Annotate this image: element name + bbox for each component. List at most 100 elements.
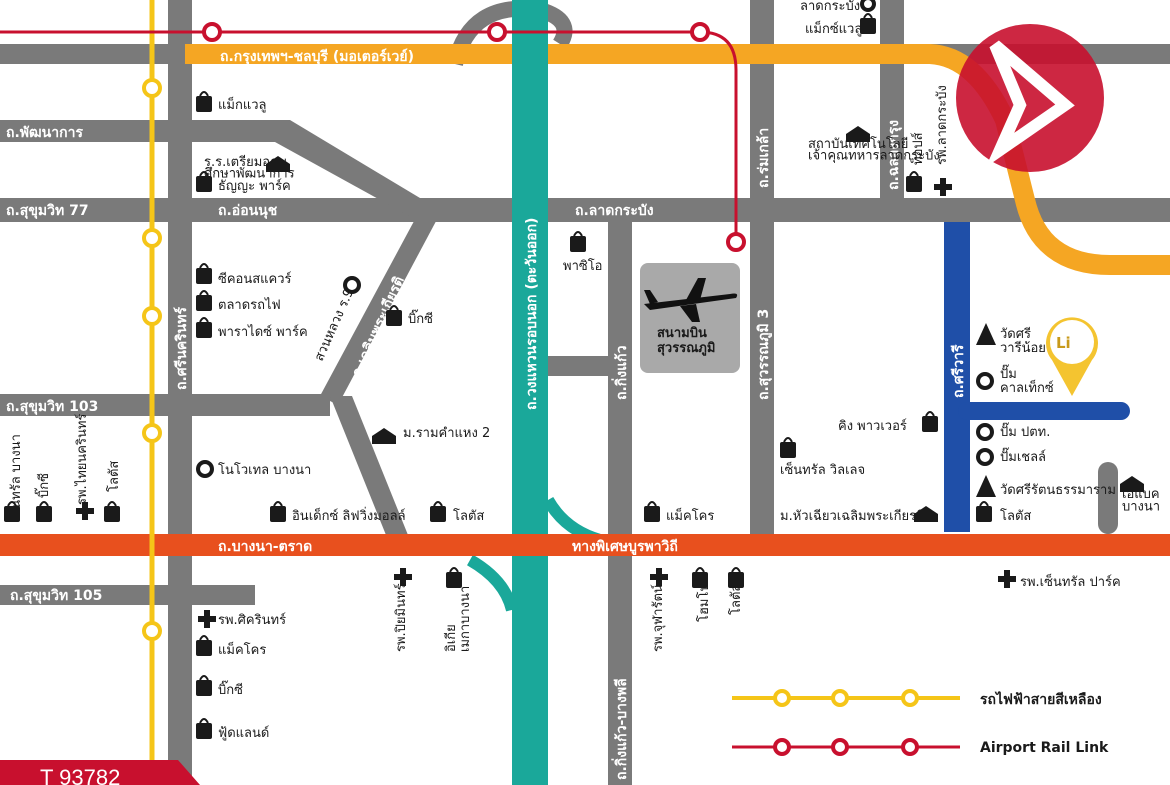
abac-road [1098,462,1118,534]
ref-tag-bg [0,760,200,785]
place-bigc-bottom: บิ๊กซี [34,473,52,498]
shopping-bag-icon [196,263,212,284]
latkrabang-label: ถ.ลาดกระบัง [575,203,654,219]
reference-tag: T 93782 [0,760,200,785]
place-lotus-extra: โลตัส [106,461,122,492]
place-foodland: ฟู้ดแลนด์ [218,725,269,741]
shopping-bag-icon [860,13,876,34]
chalerm-prakiat-road-upper [320,210,442,405]
logo-mark-icon [985,40,1075,168]
shopping-bag-icon [196,317,212,338]
place-central-park-hosp: รพ.เซ็นทรัล ปาร์ค [1020,572,1121,590]
place-shell: ปั๊มเชลล์ [1000,447,1046,465]
place-wat-sri-rattana: วัดศรีรัตนธรรมาราม [1000,482,1116,498]
romklao-label: ถ.ร่มเกล้า [756,128,772,188]
place-makro-left: แม็คโคร [218,640,266,658]
place-ikea: อิเกียเมกาบางนา [443,586,473,652]
landmark-ring-icon [860,0,876,12]
srinakarin-label: ถ.ศรีนครินทร์ [173,307,190,390]
shopping-bag-icon [644,501,660,522]
logo-circle [956,24,1104,172]
shopping-bag-icon [196,171,212,192]
arl-station [202,22,222,42]
place-wat-sri-varinoi: วัดศรีวารีน้อย [1000,326,1046,356]
phatthanakan-label: ถ.พัฒนาการ [6,125,83,141]
place-lotus-bottom: โลตัส [728,584,744,615]
place-paseo: พาซิโอ [563,258,602,274]
legend-arl-station [901,738,919,756]
temple-icon [976,475,996,497]
arl-station [487,22,507,42]
arl-station [726,232,746,252]
kingkaew-label: ถ.กิ่งแก้ว [611,345,630,400]
place-hcu: ม.หัวเฉียวเฉลิมพระเกียรติ [780,508,925,524]
shopping-bag-icon [36,501,52,522]
legend-arl-station [831,738,849,756]
school-icons [266,126,1144,522]
place-piyamin: รพ.ปิยมินทร์ [393,583,409,652]
chalongkrung-label: ถ.ฉลองกรุง [886,120,902,190]
place-index-mall: อินเด็กซ์ ลิฟวิ่งมอลล์ [292,506,406,524]
motorway-label: ถ.กรุงเทพฯ-ชลบุรี (มอเตอร์เวย์) [220,48,414,65]
school-icon [914,506,938,522]
shopping-bag-icon [976,501,992,522]
yellow-station [142,228,162,248]
place-paradise: พาราไดซ์ พาร์ค [218,324,308,340]
place-thai-nakarin: รพ.ไทยนครินทร์ [74,414,90,505]
company-logo [956,24,1104,172]
school-icon [372,428,396,444]
shopping-bag-icon [4,501,20,522]
place-central-bangna: เซ็นทรัล บางนา [6,434,24,522]
place-novotel: โนโวเทล บางนา [218,462,311,478]
gas-station-icon [976,372,994,390]
school-icon [266,156,290,172]
phatthanakan-road [0,120,290,142]
ref-code: T 93782 [40,765,120,785]
onnut-label: ถ.อ่อนนุช [218,203,278,219]
sriwara-road [944,222,970,532]
place-maxvalu-top: แม็กซ์แวลู [805,19,862,37]
school-icon [1120,476,1144,492]
place-bigc-left: บิ๊กซี [218,680,243,698]
hospital-cross-icon [394,568,412,586]
airport-link-stations [202,22,746,252]
chalerm-prakiat-road-lower [330,396,410,540]
place-kmitl: สถาบันเทคโนโลยีเจ้าคุณทหารลาดกระบัง [808,136,940,164]
kingkaew-road [608,210,632,785]
sukhumvit77-road [0,198,1170,222]
shopping-bag-icon [446,567,462,588]
place-lotus-right: โลตัส [1000,508,1031,524]
shopping-bag-icon [922,411,938,432]
project-brand-text: Li [1056,334,1071,352]
shopping-bag-icon [386,305,402,326]
chalongkrung-road [880,0,904,210]
kingkaew-link-road [548,356,610,376]
shopping-bag-icon [570,231,586,252]
legend-yellow-station [831,689,849,707]
hospital-icons [76,178,1016,628]
shopping-bag-icon [196,91,212,112]
legend-arl-station [773,738,791,756]
place-airport: สนามบินสุวรรณภูมิ [657,326,715,356]
shopping-bag-icon [270,501,286,522]
project-pin-icon: Li [1046,317,1098,396]
place-ptt: ปั๊ม ปตท. [1000,422,1050,440]
places: ลาดกระบัง แม็กซ์แวลู แม็กแวลู ร.ร.เตรียม… [6,0,1160,741]
yellow-station [142,78,162,98]
sukhumvit105-label: ถ.สุขุมวิท 105 [10,588,102,604]
bangna-trat-road [0,534,1170,556]
legend-yellow-station [773,689,791,707]
shopping-bag-icon [196,675,212,696]
shopping-bag-icon [104,501,120,522]
sukhumvit103-road [0,394,330,416]
ring-road-label: ถ.วงแหวนรอบนอก (ตะวันออก) [524,218,540,410]
hospital-cross-icon [998,570,1016,588]
srinakarin-road [168,0,192,785]
sriwara-label: ถ.ศรีวารี [951,344,967,398]
place-tops: ท็อปส์ [908,132,926,165]
shopping-bag-icon [196,290,212,311]
hospital-cross-icon [650,568,668,586]
